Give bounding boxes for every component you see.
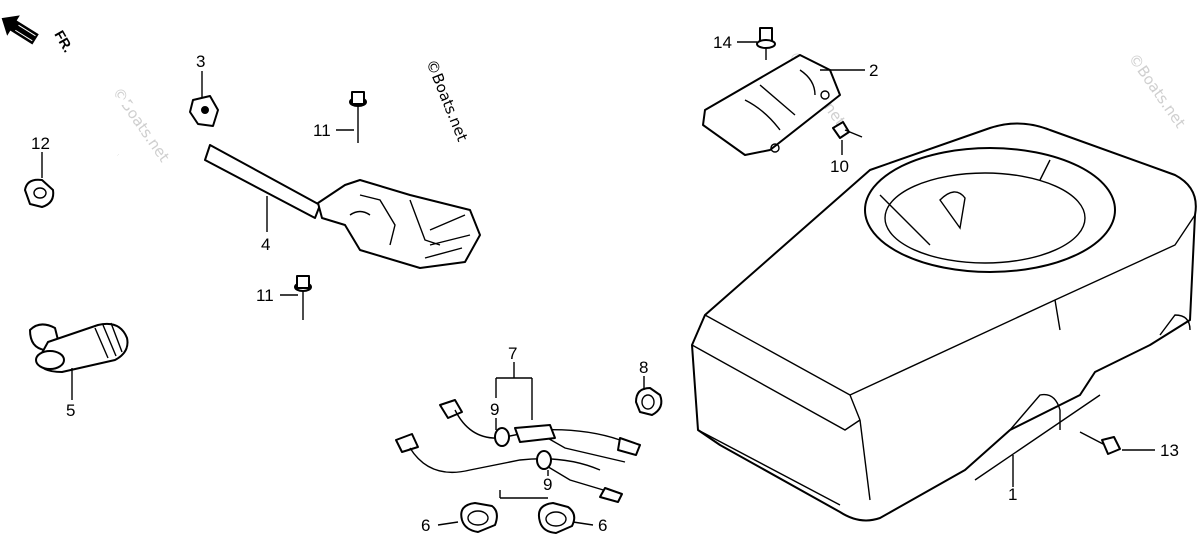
- front-direction-arrow-icon: [1, 15, 39, 45]
- callout-14: 14: [713, 33, 732, 52]
- clip-part: [24, 178, 55, 208]
- ignition-coil-part: [88, 96, 481, 269]
- watermark-center: ©Boats.net: [422, 57, 471, 144]
- stop-switch-wire-part: [395, 399, 641, 503]
- callout-labels: 1 2 3 4 5 6 6 7 8 9 9 10 11 11 12 13 14: [31, 33, 1179, 535]
- flange-bolt-part-b: [294, 275, 312, 320]
- callout-2: 2: [869, 61, 878, 80]
- hose-clamp-part-b: [537, 502, 576, 534]
- hose-clamp-part-a: [460, 502, 498, 533]
- callout-9-upper: 9: [490, 400, 499, 419]
- callout-11-lower: 11: [256, 286, 274, 305]
- small-bolt-part: [832, 121, 863, 139]
- callout-8: 8: [639, 358, 648, 377]
- callout-6-right: 6: [598, 516, 607, 535]
- bracket-plate-part: [702, 54, 841, 156]
- callout-3: 3: [196, 52, 205, 71]
- flange-bolt-part-a: [349, 91, 367, 143]
- housing-bolt-part: [1079, 431, 1121, 455]
- callout-11-upper: 11: [313, 121, 331, 140]
- blower-housing-part: [691, 122, 1197, 522]
- callout-7: 7: [508, 344, 517, 363]
- nut-part: [189, 95, 219, 127]
- wire-clamp-part: [635, 387, 663, 416]
- spark-plug-cap-part: [29, 322, 129, 373]
- callout-6-left: 6: [421, 516, 430, 535]
- callout-12: 12: [31, 134, 50, 153]
- callout-4: 4: [261, 235, 270, 254]
- watermark-upper-right: ©Boats.net: [1125, 50, 1190, 131]
- callout-13: 13: [1160, 441, 1179, 460]
- front-direction-label: FR.: [51, 28, 76, 56]
- callout-9-lower: 9: [543, 475, 552, 494]
- callout-1: 1: [1008, 485, 1017, 504]
- bracket-bolt-part: [756, 27, 776, 60]
- leader-lines: [41, 41, 1155, 526]
- callout-10: 10: [830, 157, 849, 176]
- callout-5: 5: [66, 401, 75, 420]
